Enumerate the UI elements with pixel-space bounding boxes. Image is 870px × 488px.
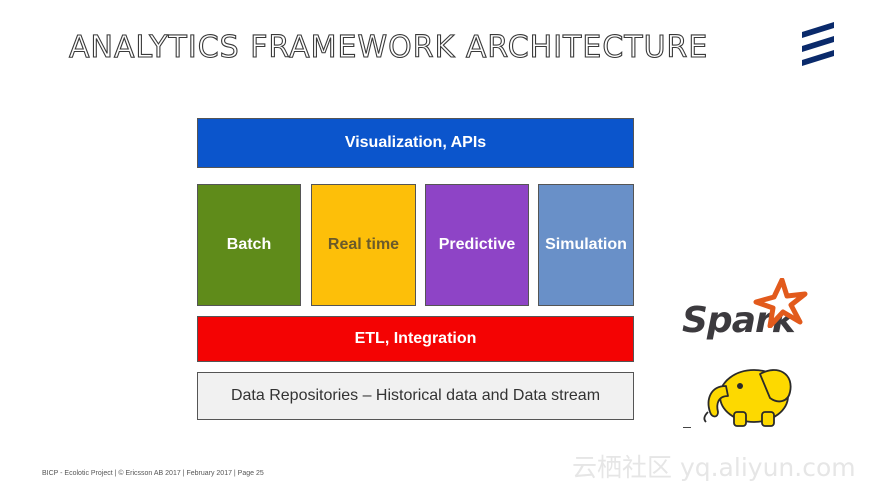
predictive-label: Predictive: [438, 236, 516, 253]
data-repositories-layer: Data Repositories – Historical data and …: [197, 372, 634, 420]
spark-logo: Spark: [680, 278, 810, 348]
divider-mark: [683, 427, 691, 428]
visualization-apis-label: Visualization, APIs: [344, 134, 487, 151]
spark-star-icon: [753, 278, 808, 328]
visualization-apis-layer: Visualization, APIs: [197, 118, 634, 168]
etl-integration-layer: ETL, Integration: [197, 316, 634, 362]
watermark-text: 云栖社区 yq.aliyun.com: [572, 453, 856, 482]
slide-title: ANALYTICS FRAMEWORK ARCHITECTURE: [68, 29, 709, 65]
predictive-box: Predictive: [425, 184, 529, 306]
etl-integration-label: ETL, Integration: [354, 330, 477, 347]
data-repositories-label: Data Repositories – Historical data and …: [230, 387, 601, 404]
real-time-box: Real time: [311, 184, 416, 306]
real-time-label: Real time: [327, 236, 400, 253]
simulation-label: Simulation: [545, 236, 627, 253]
simulation-box: Simulation: [538, 184, 634, 306]
hadoop-elephant-icon: [703, 369, 792, 427]
ericsson-logo-icon: [802, 22, 834, 66]
batch-box: Batch: [197, 184, 301, 306]
slide-footer: BICP - Ecolotic Project | © Ericsson AB …: [42, 470, 264, 477]
batch-label: Batch: [226, 236, 272, 253]
